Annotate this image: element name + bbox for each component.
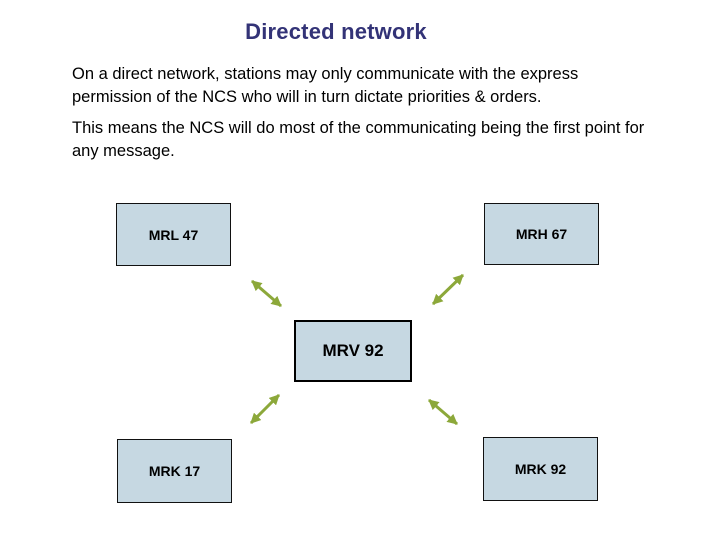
node-box-mrk-17: MRK 17 [117,439,232,503]
node-label-mrh-67: MRH 67 [515,226,568,242]
node-box-mrh-67: MRH 67 [484,203,599,265]
double-arrow-mrv92-mrk17 [249,393,281,425]
slide-body-text: On a direct network, stations may only c… [72,63,650,171]
double-arrow-mrv92-mrl47 [251,279,282,308]
paragraph-express-permission: On a direct network, stations may only c… [72,65,579,106]
node-label-mrk-92: MRK 92 [514,461,567,477]
slide-title: Directed network [245,19,427,44]
node-label-mrv-92: MRV 92 [322,341,384,360]
paragraph-ncs-communicating: This means the NCS will do most of the c… [72,119,645,160]
node-box-mrk-92: MRK 92 [483,437,598,501]
node-label-mrl-47: MRL 47 [148,226,199,243]
double-arrow-mrv92-mrk92 [428,398,458,426]
double-arrow-mrv92-mrh67 [431,273,465,306]
node-box-mrl-47: MRL 47 [116,203,231,266]
node-label-mrk-17: MRK 17 [148,463,201,479]
node-box-mrv-92-center: MRV 92 [294,320,412,382]
